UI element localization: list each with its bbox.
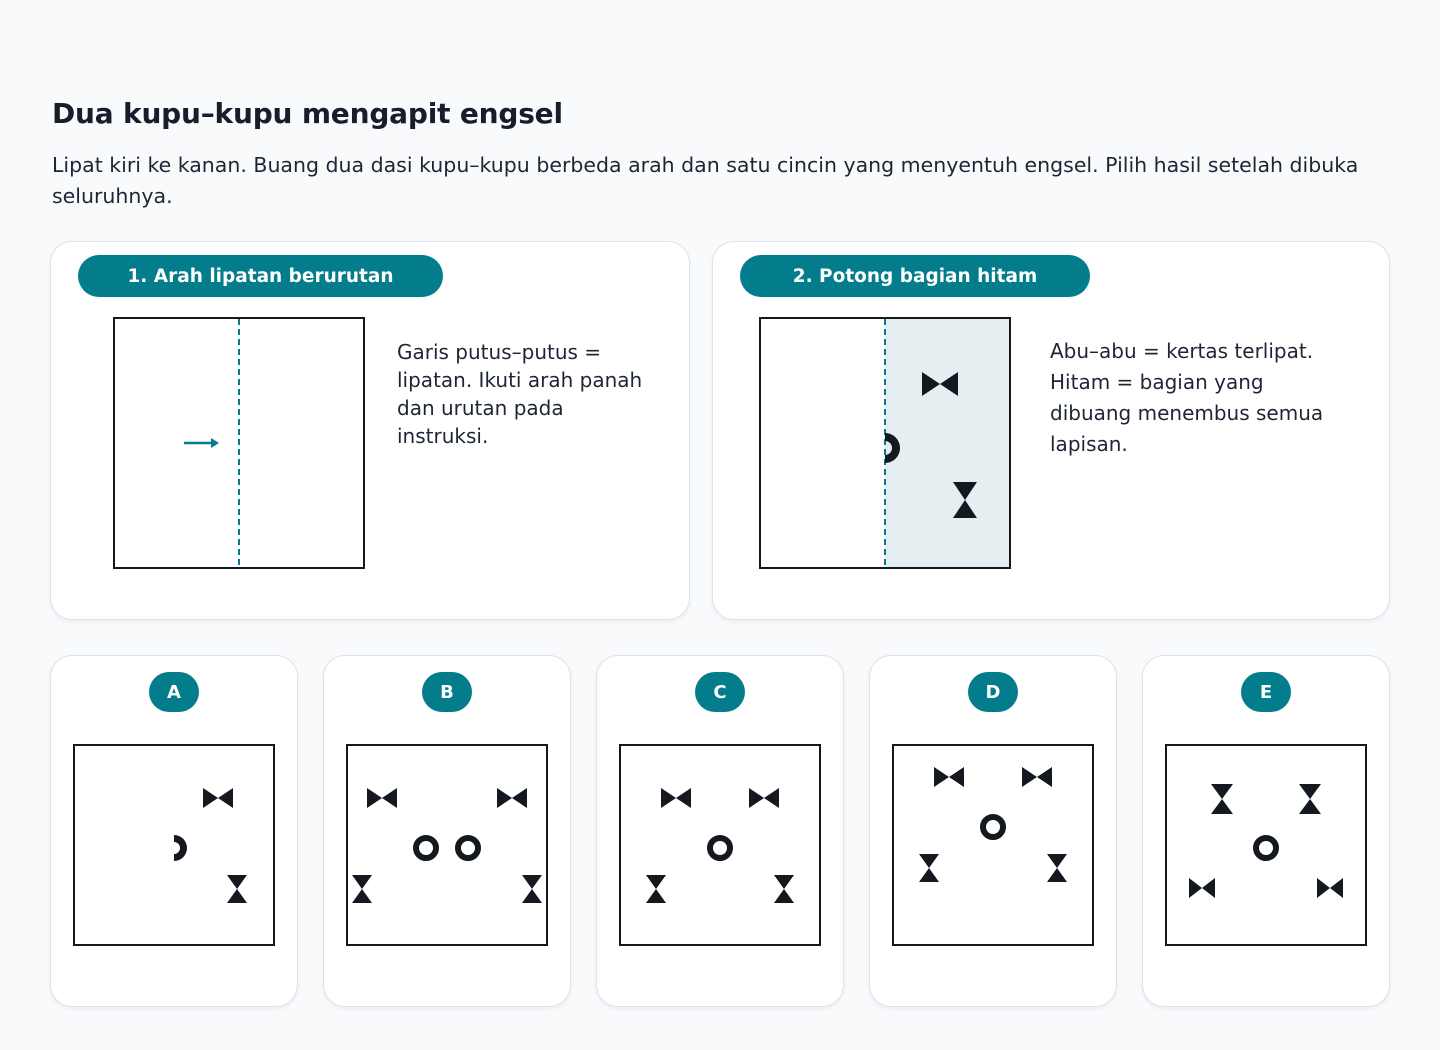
- bowtie-vertical-icon: [919, 854, 939, 882]
- cut-panel-note: Abu–abu = kertas terlipat. Hitam = bagia…: [1050, 339, 1324, 456]
- option-badge-e: E: [1241, 672, 1291, 712]
- option-card-a[interactable]: A: [50, 655, 298, 1007]
- bowtie-vertical-icon: [352, 875, 372, 903]
- bowtie-vertical-icon: [1299, 784, 1321, 814]
- page-title: Dua kupu–kupu mengapit engsel: [52, 97, 563, 130]
- option-card-b[interactable]: B: [323, 655, 571, 1007]
- ring-icon: [413, 835, 439, 861]
- ring-icon: [455, 835, 481, 861]
- fold-panel-note: Garis putus–putus = lipatan. Ikuti arah …: [397, 340, 643, 448]
- instruction-text: Lipat kiri ke kanan. Buang dua dasi kupu…: [52, 153, 1359, 208]
- option-badge-d: D: [968, 672, 1018, 712]
- option-card-c[interactable]: C: [596, 655, 844, 1007]
- bowtie-horizontal-icon: [934, 767, 964, 787]
- ring-icon: [980, 814, 1006, 840]
- cut-diagram: [759, 317, 1011, 569]
- option-c-diagram: [619, 744, 821, 946]
- option-card-e[interactable]: E: [1142, 655, 1390, 1007]
- bowtie-horizontal-icon: [922, 372, 958, 396]
- bowtie-horizontal-icon: [1022, 767, 1052, 787]
- bowtie-vertical-icon: [774, 875, 794, 903]
- bowtie-vertical-icon: [227, 875, 247, 903]
- option-a-diagram: [73, 744, 275, 946]
- bowtie-horizontal-icon: [661, 788, 691, 808]
- option-badge-b: B: [422, 672, 472, 712]
- half-ring-icon: [885, 433, 900, 463]
- option-badge-c: C: [695, 672, 745, 712]
- bowtie-vertical-icon: [646, 875, 666, 903]
- bowtie-vertical-icon: [1047, 854, 1067, 882]
- ring-icon: [1253, 835, 1279, 861]
- fold-panel-label: 1. Arah lipatan berurutan: [78, 255, 443, 297]
- bowtie-vertical-icon: [953, 482, 977, 518]
- bowtie-horizontal-icon: [1189, 878, 1215, 898]
- option-e-diagram: [1165, 744, 1367, 946]
- fold-diagram: [113, 317, 365, 569]
- option-d-diagram: [892, 744, 1094, 946]
- ring-icon: [707, 835, 733, 861]
- bowtie-horizontal-icon: [497, 788, 527, 808]
- folded-region: [885, 319, 1009, 567]
- half-ring-icon: [174, 835, 187, 861]
- fold-panel: 1. Arah lipatan berurutan Garis putus–pu…: [50, 241, 690, 620]
- fold-arrow-icon: [184, 438, 219, 448]
- bowtie-horizontal-icon: [367, 788, 397, 808]
- bowtie-horizontal-icon: [749, 788, 779, 808]
- bowtie-vertical-icon: [1211, 784, 1233, 814]
- cut-panel-label: 2. Potong bagian hitam: [740, 255, 1090, 297]
- bowtie-vertical-icon: [522, 875, 542, 903]
- bowtie-horizontal-icon: [1317, 878, 1343, 898]
- cut-panel: 2. Potong bagian hitam Abu–abu = kertas …: [712, 241, 1390, 620]
- paper-square: [759, 317, 1011, 569]
- option-b-diagram: [346, 744, 548, 946]
- option-badge-a: A: [149, 672, 199, 712]
- option-card-d[interactable]: D: [869, 655, 1117, 1007]
- bowtie-horizontal-icon: [203, 788, 233, 808]
